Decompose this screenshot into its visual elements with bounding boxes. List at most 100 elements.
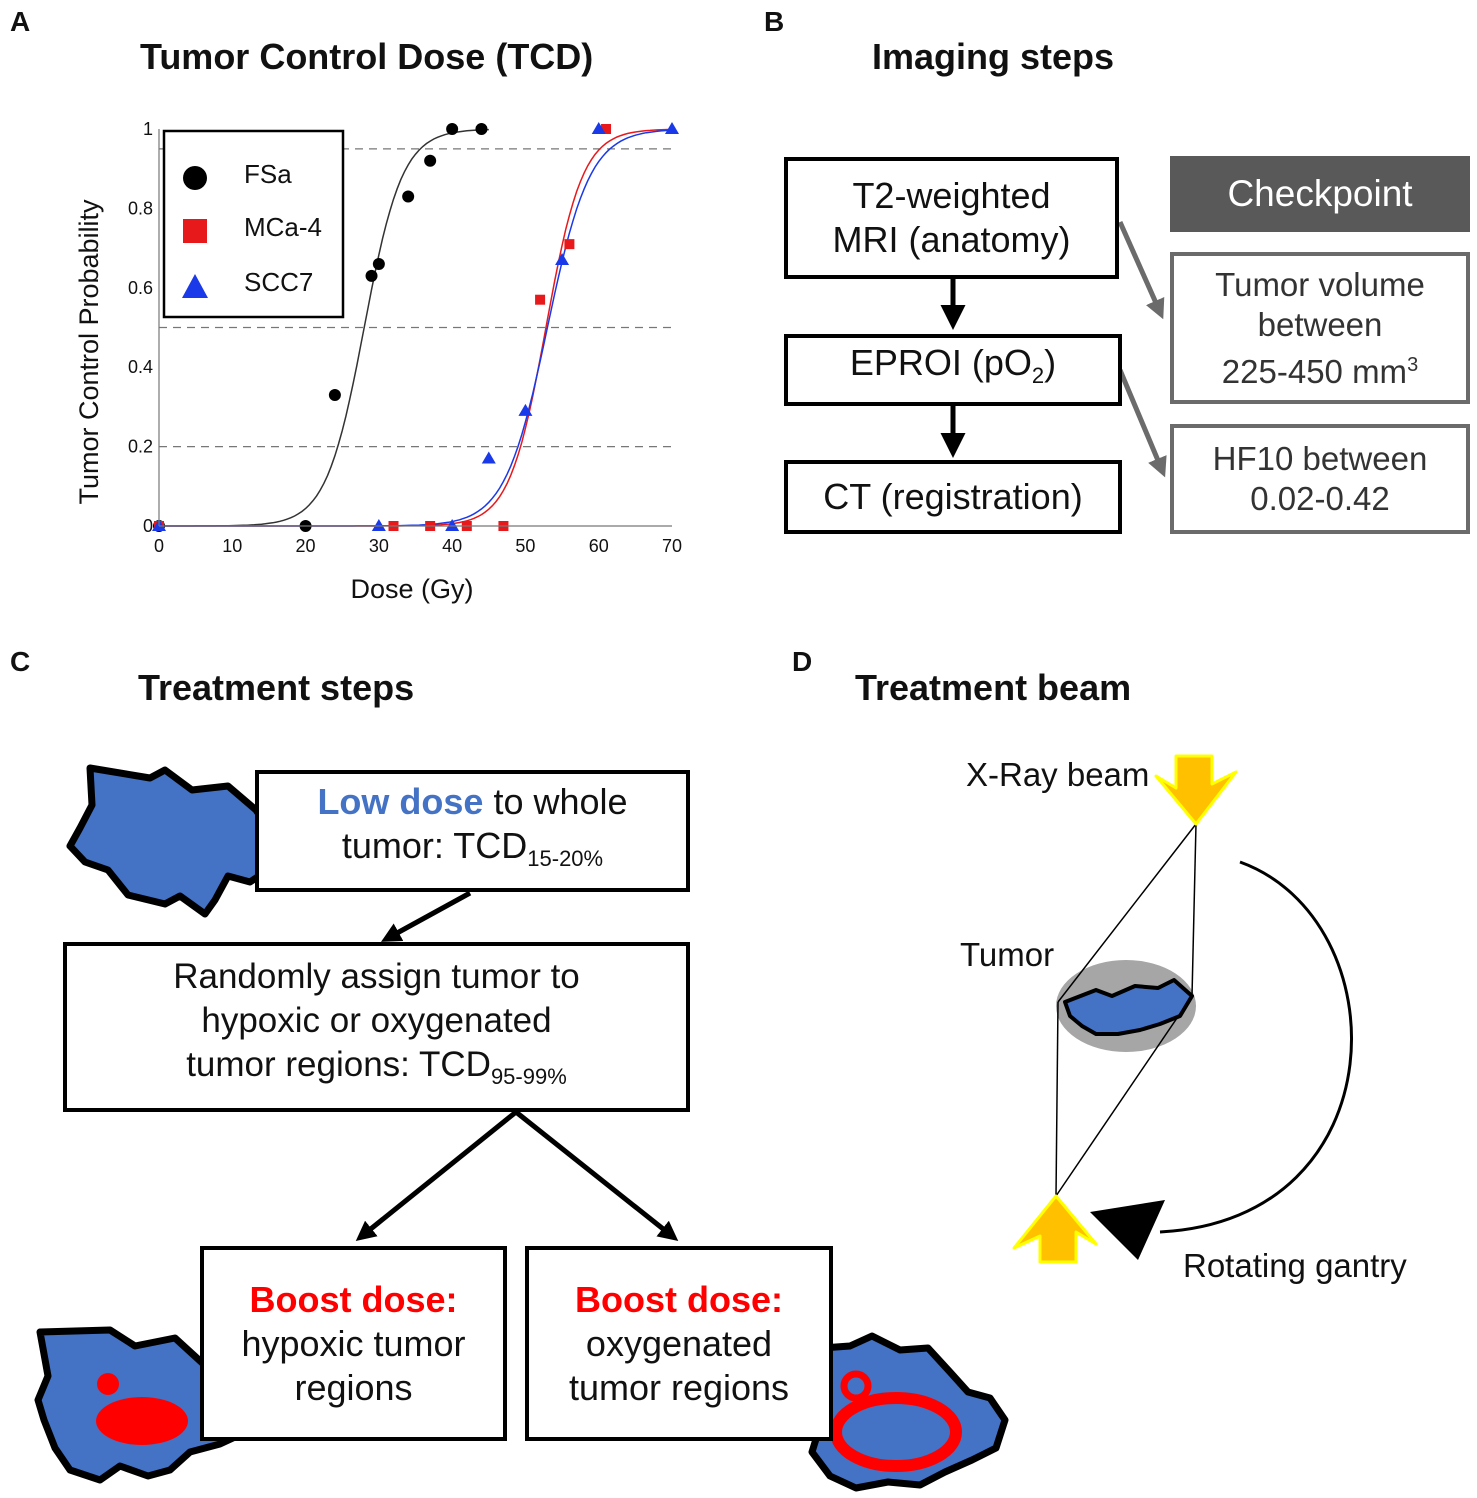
hypoxic-line2: regions [294, 1366, 413, 1408]
hf10-check-line2: 0.02-0.42 [1250, 480, 1390, 517]
beam-line-top-left [1057, 823, 1197, 1003]
arrow-assign-to-hypoxic [355, 1110, 518, 1242]
oxygenated-ring-large [830, 1392, 962, 1472]
data-point-fsa-8 [475, 123, 488, 135]
y-tick-label-2: 0.4 [128, 357, 153, 377]
x-tick-label-7: 70 [662, 536, 682, 556]
ct-step-label: CT (registration) [823, 476, 1083, 517]
beam-title: Treatment beam [855, 667, 1132, 708]
data-point-scc7-5 [555, 253, 570, 266]
arrow-lowdose-to-assign [380, 890, 472, 942]
assign-line3: tumor regions: TCD95-99% [186, 1045, 567, 1089]
x-tick-label-4: 40 [442, 536, 462, 556]
chart-title: Tumor Control Dose (TCD) [140, 36, 594, 77]
data-point-mca4-5 [535, 294, 546, 305]
hypoxic-region-small [97, 1373, 119, 1395]
x-tick-label-1: 10 [222, 536, 242, 556]
checkpoint-label: Checkpoint [1227, 173, 1413, 214]
checkpoint-header: Checkpoint [1170, 156, 1470, 232]
mri-step-line2: MRI (anatomy) [832, 219, 1071, 260]
legend-label-mca4: MCa-4 [244, 212, 322, 242]
arrow-eproi-to-hf10-check [1117, 369, 1167, 478]
gantry-arrowhead [1090, 1200, 1165, 1260]
imaging-title: Imaging steps [872, 36, 1115, 77]
data-point-mca4-7 [601, 124, 612, 134]
hf10-check-box: HF10 between 0.02-0.42 [1170, 424, 1470, 534]
assign-line1: Randomly assign tumor to [173, 957, 580, 996]
legend-marker-scc7 [182, 274, 208, 298]
assign-box: Randomly assign tumor to hypoxic or oxyg… [63, 942, 690, 1112]
eproi-step-label: EPROI (pO2) [849, 342, 1057, 389]
panel-letter-b: B [764, 6, 785, 37]
y-tick-label-4: 0.8 [128, 198, 153, 218]
data-point-fsa-7 [446, 123, 459, 135]
low-dose-line1: Low dose to whole [317, 781, 628, 823]
data-point-fsa-4 [372, 257, 385, 270]
whole-tumor-shape [66, 764, 279, 918]
data-point-fsa-3 [365, 269, 378, 282]
data-point-scc7-4 [518, 403, 533, 416]
x-tick-label-5: 50 [515, 536, 535, 556]
volume-check-line2: between [1257, 305, 1383, 343]
volume-check-line1: Tumor volume [1215, 265, 1425, 303]
x-tick-label-6: 60 [589, 536, 609, 556]
data-point-scc7-2 [445, 519, 460, 531]
x-tick-label-2: 20 [296, 536, 316, 556]
panel-letter-d: D [792, 646, 813, 677]
low-dose-line2: tumor: TCD15-20% [341, 825, 604, 872]
assign-line2: hypoxic or oxygenated [201, 1001, 552, 1040]
xray-beam-label: X-Ray beam [966, 756, 1150, 793]
beam-line-top-right [1191, 823, 1197, 997]
tumor-shadow [1056, 960, 1196, 1052]
data-point-mca4-6 [564, 239, 575, 250]
oxygenated-tumor-shape [806, 1332, 1009, 1492]
panel-letter-a: A [10, 6, 31, 37]
oxygenated-line1: oxygenated [585, 1322, 773, 1364]
beam-tumor-shape [1063, 978, 1194, 1036]
arrow-mri-to-volume-check [1117, 220, 1165, 320]
hypoxic-region-large [96, 1397, 188, 1445]
y-axis-label: Tumor Control Probability [74, 199, 104, 505]
x-tick-label-3: 30 [369, 536, 389, 556]
arrow-assign-to-oxygenated [514, 1110, 679, 1241]
mri-step-box: T2-weighted MRI (anatomy) [784, 157, 1119, 279]
data-point-fsa-2 [328, 388, 341, 401]
treatment-title: Treatment steps [138, 667, 415, 708]
oxygenated-line2: tumor regions [568, 1366, 790, 1408]
data-point-scc7-1 [371, 519, 386, 531]
x-axis-label: Dose (Gy) [350, 574, 473, 604]
hypoxic-line1: hypoxic tumor [241, 1322, 466, 1364]
ct-step-box: CT (registration) [784, 460, 1122, 534]
y-tick-label-5: 1 [143, 119, 153, 139]
legend-label-fsa: FSa [244, 159, 292, 189]
legend-marker-fsa [183, 166, 207, 190]
data-point-scc7-7 [665, 122, 679, 134]
xray-beam-arrow-top [1154, 754, 1238, 826]
legend-marker-mca4 [183, 219, 207, 243]
oxygenated-boost-box: Boost dose: oxygenated tumor regions [525, 1246, 833, 1441]
x-tick-label-0: 0 [154, 536, 164, 556]
eproi-step-box: EPROI (pO2) [784, 334, 1122, 406]
low-dose-box: Low dose to whole tumor: TCD15-20% [255, 770, 690, 892]
volume-check-box: Tumor volume between 225-450 mm3 [1170, 252, 1470, 404]
tumor-label: Tumor [960, 936, 1055, 973]
data-point-fsa-6 [424, 154, 437, 167]
oxygenated-ring-small [840, 1370, 872, 1402]
rotating-gantry-label: Rotating gantry [1183, 1247, 1407, 1284]
legend: FSa MCa-4 SCC7 [162, 129, 345, 319]
xray-beam-arrow-bottom [1012, 1194, 1098, 1264]
hypoxic-boost-label: Boost dose: [249, 1278, 458, 1320]
mri-step-line1: T2-weighted [852, 175, 1051, 216]
volume-check-line3: 225-450 mm3 [1221, 352, 1419, 390]
y-tick-label-1: 0.2 [128, 437, 153, 457]
y-tick-label-3: 0.6 [128, 278, 153, 298]
legend-label-scc7: SCC7 [244, 267, 313, 297]
beam-line-bottom-left [1055, 1001, 1059, 1197]
panel-letter-c: C [10, 646, 31, 677]
hf10-check-line1: HF10 between [1212, 440, 1428, 477]
oxygenated-boost-label: Boost dose: [574, 1278, 783, 1320]
hypoxic-boost-box: Boost dose: hypoxic tumor regions [200, 1246, 507, 1441]
data-point-scc7-3 [481, 451, 496, 464]
data-point-fsa-5 [402, 190, 415, 203]
